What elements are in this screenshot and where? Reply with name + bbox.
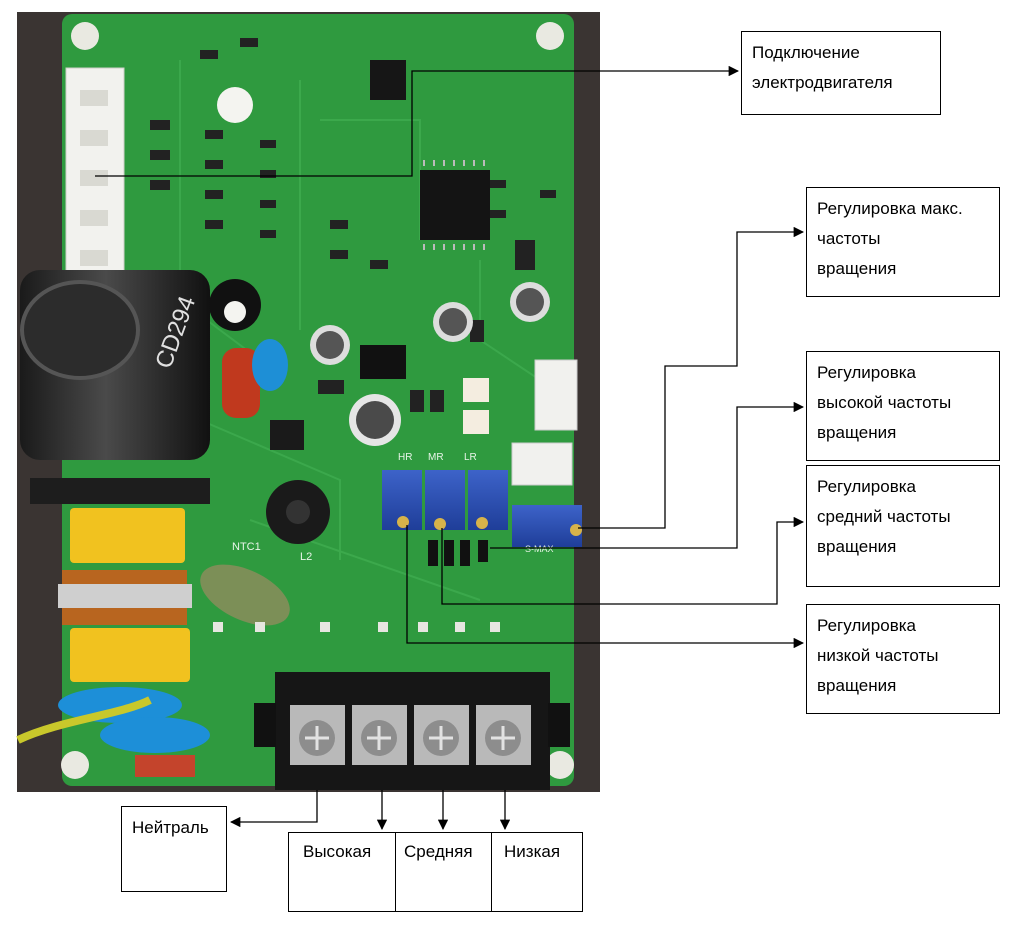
terminal-labels: [288, 832, 583, 912]
callout-high-line-2: высокой частоты: [817, 393, 952, 412]
pcb-photo: CD294 L2 NTC1 HR MR LR S-MAX: [16, 12, 600, 792]
pot-mid-marking: MR: [428, 452, 444, 463]
callout-low-line-3: вращения: [817, 676, 897, 695]
terminal-label-low: Низкая: [504, 842, 561, 861]
pot-mid: MR: [425, 452, 465, 530]
leader-max-speed: [578, 226, 805, 529]
callout-max-line-3: вращения: [817, 259, 897, 278]
callout-max-speed: Регулировка макс. частоты вращения: [806, 187, 1000, 297]
callout-low-line-1: Регулировка: [817, 616, 916, 635]
leader-high-speed: [490, 401, 805, 549]
callout-mid-speed: Регулировка средний частоты вращения: [806, 465, 1000, 587]
main-capacitor: CD294: [20, 270, 210, 460]
ntc-marking: NTC1: [232, 541, 261, 553]
pot-high-marking: HR: [398, 452, 412, 463]
callout-mid-line-3: вращения: [817, 537, 897, 556]
callout-mid-line-1: Регулировка: [817, 477, 916, 496]
callout-mid-line-2: средний частоты: [817, 507, 951, 526]
leader-mid-speed: [441, 516, 805, 605]
pot-high: HR: [382, 452, 422, 530]
callout-high-speed: Регулировка высокой частоты вращения: [806, 351, 1000, 461]
callout-low-speed: Регулировка низкой частоты вращения: [806, 604, 1000, 714]
terminal-label-high: Высокая: [303, 842, 372, 861]
callout-low-line-2: низкой частоты: [817, 646, 939, 665]
callout-motor-line-1: Подключение: [752, 43, 860, 62]
ic-u4: [370, 60, 406, 100]
leader-low-speed: [406, 525, 805, 649]
terminal-block: [254, 672, 570, 790]
leader-motor: [95, 65, 740, 177]
leader-neutral: [229, 790, 318, 828]
pot-max-marking: S-MAX: [525, 544, 554, 554]
callout-motor-connection: Подключение электродвигателя: [741, 31, 941, 115]
callout-max-line-1: Регулировка макс.: [817, 199, 963, 218]
callout-high-line-3: вращения: [817, 423, 897, 442]
pot-low-marking: LR: [464, 452, 477, 463]
mcu-chip: [420, 170, 490, 240]
callout-max-line-2: частоты: [817, 229, 881, 248]
callout-neutral: Нейтраль: [121, 806, 227, 892]
callout-high-line-1: Регулировка: [817, 363, 916, 382]
callout-motor-line-2: электродвигателя: [752, 73, 893, 92]
callout-neutral-label: Нейтраль: [132, 818, 209, 837]
terminal-label-medium: Средняя: [404, 842, 473, 861]
inductor-marking: L2: [300, 551, 312, 563]
pot-low: LR: [464, 452, 508, 530]
pot-max: S-MAX: [512, 505, 582, 554]
